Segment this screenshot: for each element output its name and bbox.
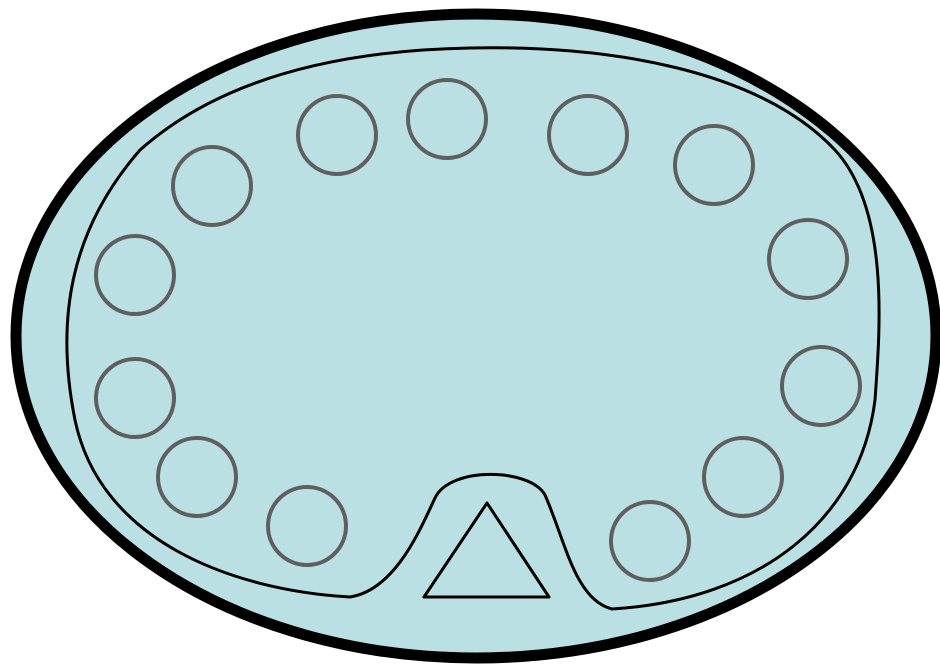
outer-ellipse [16,14,936,658]
